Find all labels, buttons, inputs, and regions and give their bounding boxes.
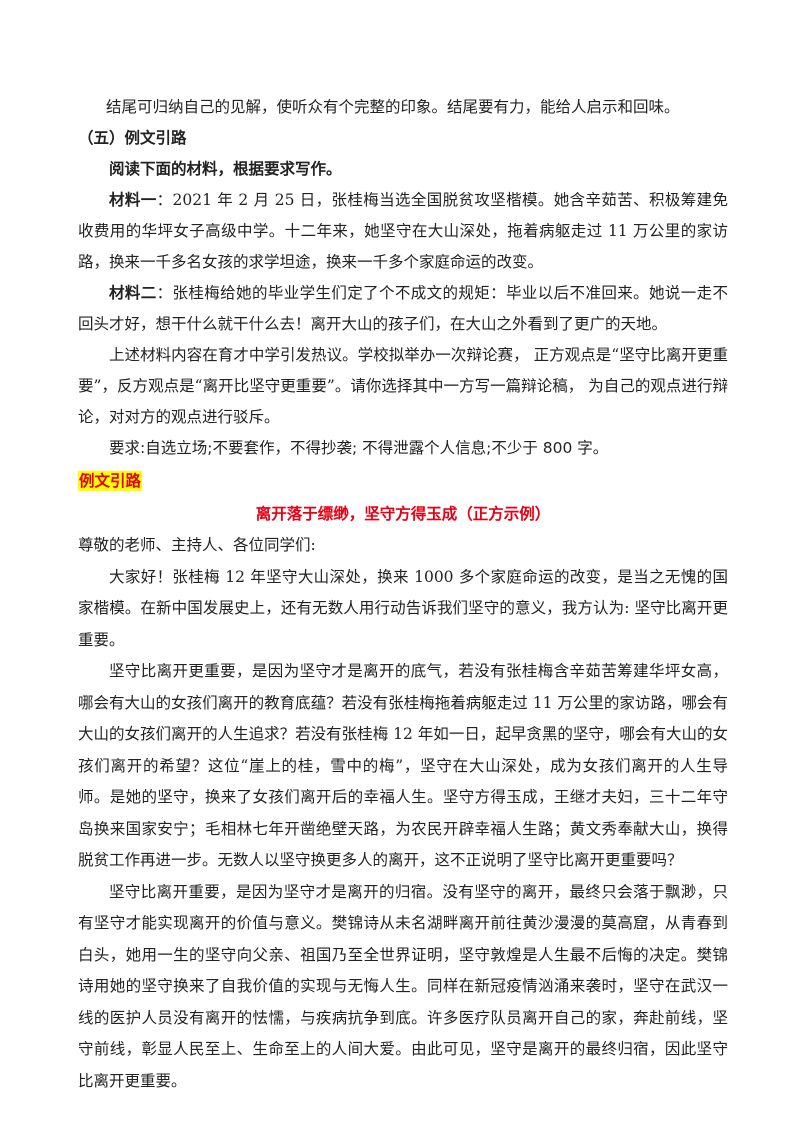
- task-paragraph: 上述材料内容在育才中学引发热议。学校拟举办一次辩论赛， 正方观点是“坚守比离开更…: [78, 346, 728, 426]
- requirements-paragraph: 要求:自选立场;不要套作，不得抄袭; 不得泄露个人信息;不少于 800 字。: [109, 439, 609, 457]
- material-one-text: ：2021 年 2 月 25 日，张桂梅当选全国脱贫攻坚楷模。她含辛茹苦、积极筹…: [78, 191, 728, 271]
- example-title: 离开落于缥缈，坚守方得玉成（正方示例）: [255, 505, 551, 523]
- example-essay: 尊敬的老师、主持人、各位同学们: 大家好！张桂梅 12 年坚守大山深处，换来 1…: [78, 530, 728, 1097]
- essay-paragraph: 坚守比离开更重要，是因为坚守才是离开的底气，若没有张桂梅含辛茹苦筹建华坪女高，哪…: [78, 662, 728, 869]
- material-one-paragraph: 材料一：2021 年 2 月 25 日，张桂梅当选全国脱贫攻坚楷模。她含辛茹苦、…: [78, 185, 728, 278]
- instruction-text: 阅读下面的材料，根据要求写作。: [109, 160, 342, 178]
- material-one-label: 材料一: [109, 191, 157, 209]
- material-two-paragraph: 材料二：张桂梅给她的毕业学生们定了个不成文的规矩：毕业以后不准回来。她说一走不回…: [78, 278, 728, 340]
- essay-paragraph: 大家好！张桂梅 12 年坚守大山深处，换来 1000 多个家庭命运的改变，是当之…: [78, 567, 728, 649]
- example-badge: 例文引路: [78, 471, 143, 491]
- closing-tip-paragraph: 结尾可归纳自己的见解，使听众有个完整的印象。结尾要有力，能给人启示和回味。: [106, 98, 680, 116]
- example-badge-line: 例文引路: [78, 466, 728, 497]
- material-two-label: 材料二: [109, 284, 157, 302]
- essay-paragraph: 坚守比离开重要，是因为坚守才是离开的归宿。没有坚守的离开，最终只会落于飘渺，只有…: [78, 882, 728, 1090]
- document-page: 结尾可归纳自己的见解，使听众有个完整的印象。结尾要有力，能给人启示和回味。 （五…: [78, 92, 728, 1097]
- material-two-text: ：张桂梅给她的毕业学生们定了个不成文的规矩：毕业以后不准回来。她说一走不回头才好…: [78, 284, 728, 333]
- essay-greeting: 尊敬的老师、主持人、各位同学们:: [78, 536, 316, 554]
- section-heading: （五）例文引路: [78, 129, 187, 147]
